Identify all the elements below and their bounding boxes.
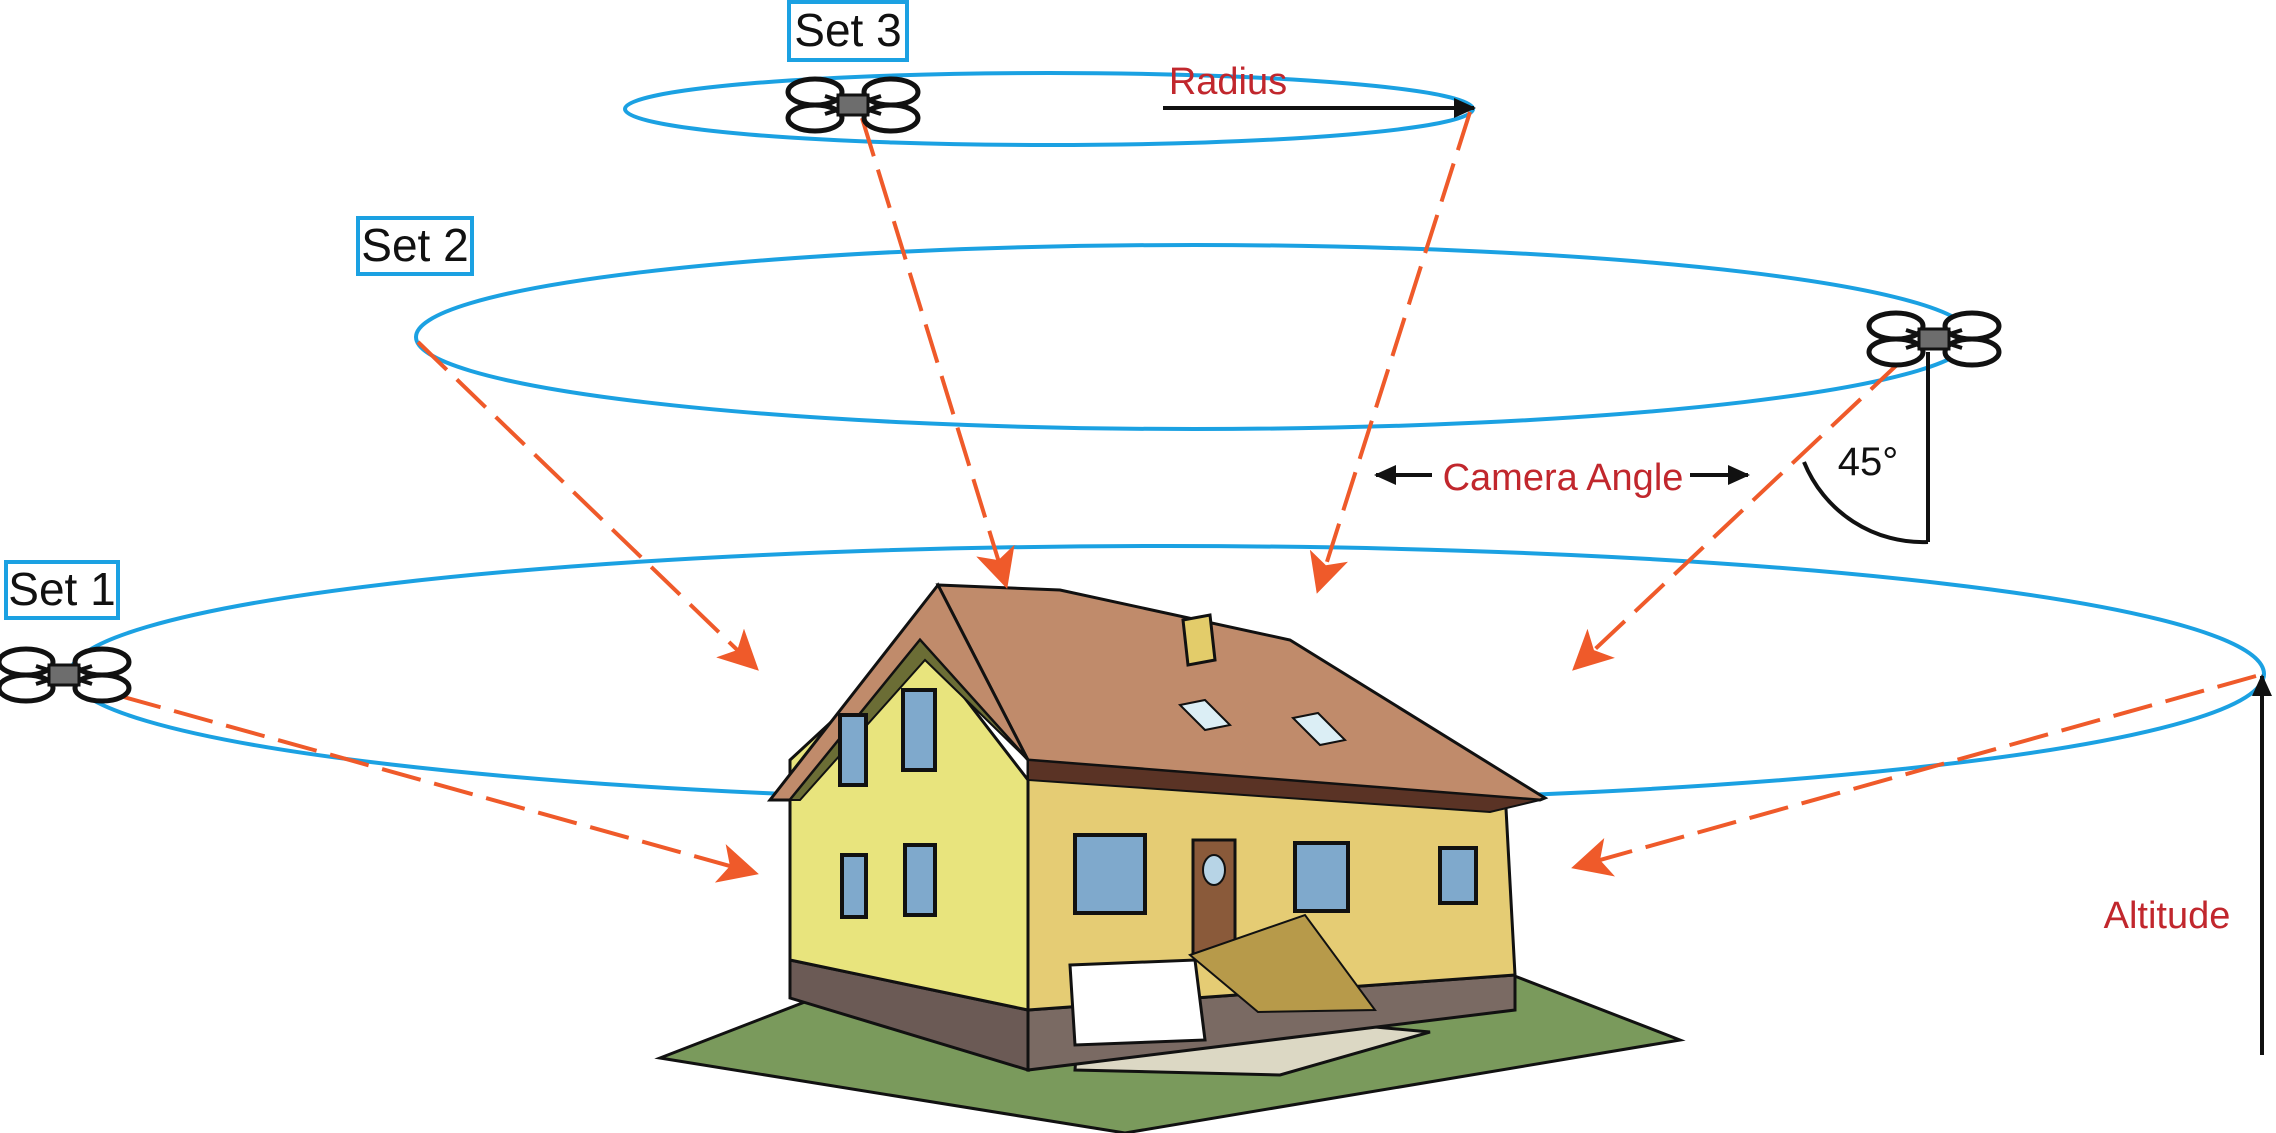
- radius-label: Radius: [1169, 61, 1287, 103]
- sight-line-5: [69, 680, 759, 883]
- set-2-label: Set 2: [356, 216, 474, 276]
- quadcopter-icon: [788, 79, 918, 131]
- altitude-label: Altitude: [2104, 895, 2231, 937]
- house-illustration: [654, 582, 1686, 1133]
- radius-annotation: Radius: [1163, 61, 1476, 118]
- sight-line-2: [1309, 111, 1472, 594]
- quadcopter-icon: [1869, 313, 1999, 365]
- sight-line-3: [416, 340, 759, 671]
- set-3-label: Set 3: [787, 0, 909, 62]
- svg-text:Set 3: Set 3: [794, 4, 901, 56]
- altitude-annotation: Altitude: [2104, 674, 2272, 1055]
- svg-text:Set 2: Set 2: [361, 219, 468, 271]
- sight-line-6: [1571, 674, 2257, 877]
- angle-value: 45°: [1838, 440, 1899, 484]
- angle-indicator: 45°: [1802, 352, 1930, 545]
- sight-line-1: [860, 117, 1015, 589]
- quadcopter-icon: [0, 649, 129, 701]
- set-1-label: Set 1: [4, 560, 120, 620]
- sight-line-4: [1572, 360, 1902, 671]
- svg-text:Set 1: Set 1: [8, 563, 115, 615]
- orbit-set-2: [414, 243, 1974, 431]
- camera-angle-label: Camera Angle: [1443, 457, 1684, 499]
- camera-sight-lines: [69, 111, 2257, 883]
- camera-angle-annotation: Camera Angle: [1374, 457, 1750, 499]
